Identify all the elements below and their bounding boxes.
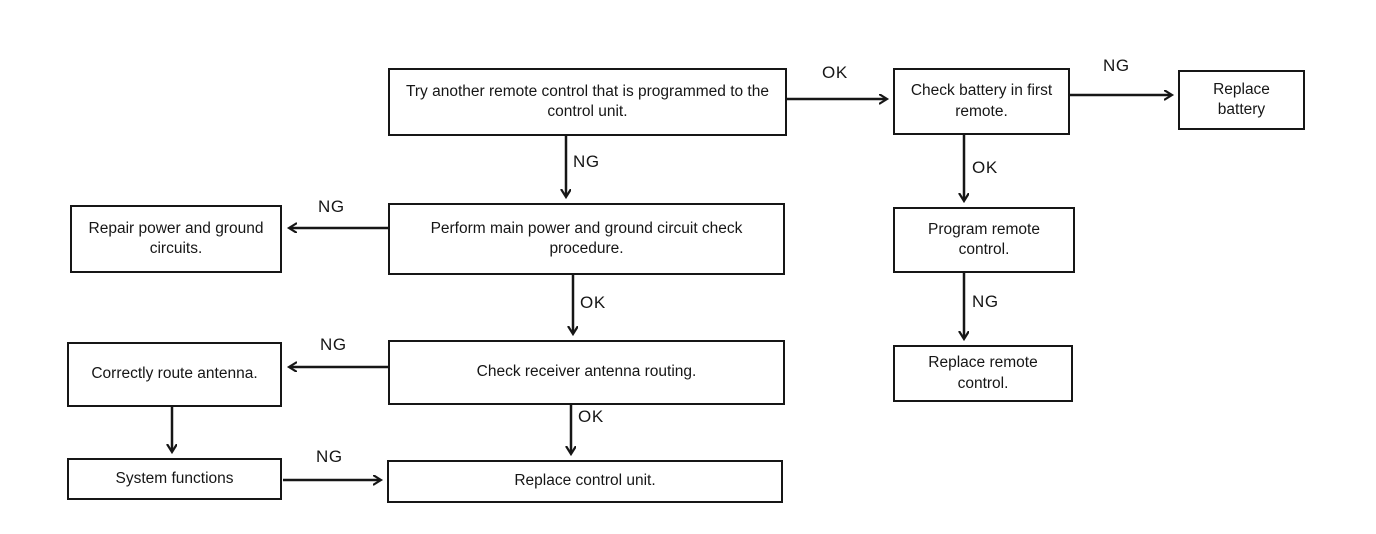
flow-box-system-functions: System functions	[67, 458, 282, 500]
flow-box-correctly-route: Correctly route antenna.	[67, 342, 282, 407]
edge-label-ok: OK	[580, 293, 606, 312]
flow-box-label: Program remote control.	[928, 220, 1040, 258]
flow-box-try-another-remote: Try another remote control that is progr…	[388, 68, 787, 136]
flow-box-check-receiver: Check receiver antenna routing.	[388, 340, 785, 405]
flow-box-label: Repair power and ground circuits.	[88, 219, 264, 257]
flow-box-label: Try another remote control that is progr…	[406, 82, 769, 120]
edge-label-ng: NG	[316, 447, 343, 466]
flow-box-label: Replace remote control.	[928, 354, 1038, 392]
flow-box-label: Correctly route antenna.	[91, 365, 258, 383]
edge-label-ng: NG	[318, 197, 345, 216]
flow-box-replace-control-unit: Replace control unit.	[387, 460, 783, 503]
flow-box-label: System functions	[115, 469, 234, 487]
flow-box-replace-battery: Replace battery	[1178, 70, 1305, 130]
edge-label-ng: NG	[972, 292, 999, 311]
edge-label-ok: OK	[972, 158, 998, 177]
flow-box-check-battery: Check battery in first remote.	[893, 68, 1070, 135]
flow-box-perform-power-check: Perform main power and ground circuit ch…	[388, 203, 785, 275]
edge-label-ng: NG	[1103, 56, 1130, 75]
flow-box-label: Replace control unit.	[514, 472, 656, 490]
flow-box-repair-power: Repair power and ground circuits.	[70, 205, 282, 273]
flow-box-label: Perform main power and ground circuit ch…	[430, 219, 743, 257]
edge-label-ng: NG	[320, 335, 347, 354]
flow-box-label: Check battery in first remote.	[910, 82, 1053, 120]
flow-box-label: Check receiver antenna routing.	[476, 363, 697, 381]
flow-box-label: Replace battery	[1213, 80, 1270, 118]
edge-label-ng: NG	[573, 152, 600, 171]
edge-label-ok: OK	[578, 407, 604, 426]
flow-box-replace-remote: Replace remote control.	[893, 345, 1073, 402]
edge-label-ok: OK	[822, 63, 848, 82]
flow-box-program-remote: Program remote control.	[893, 207, 1075, 273]
